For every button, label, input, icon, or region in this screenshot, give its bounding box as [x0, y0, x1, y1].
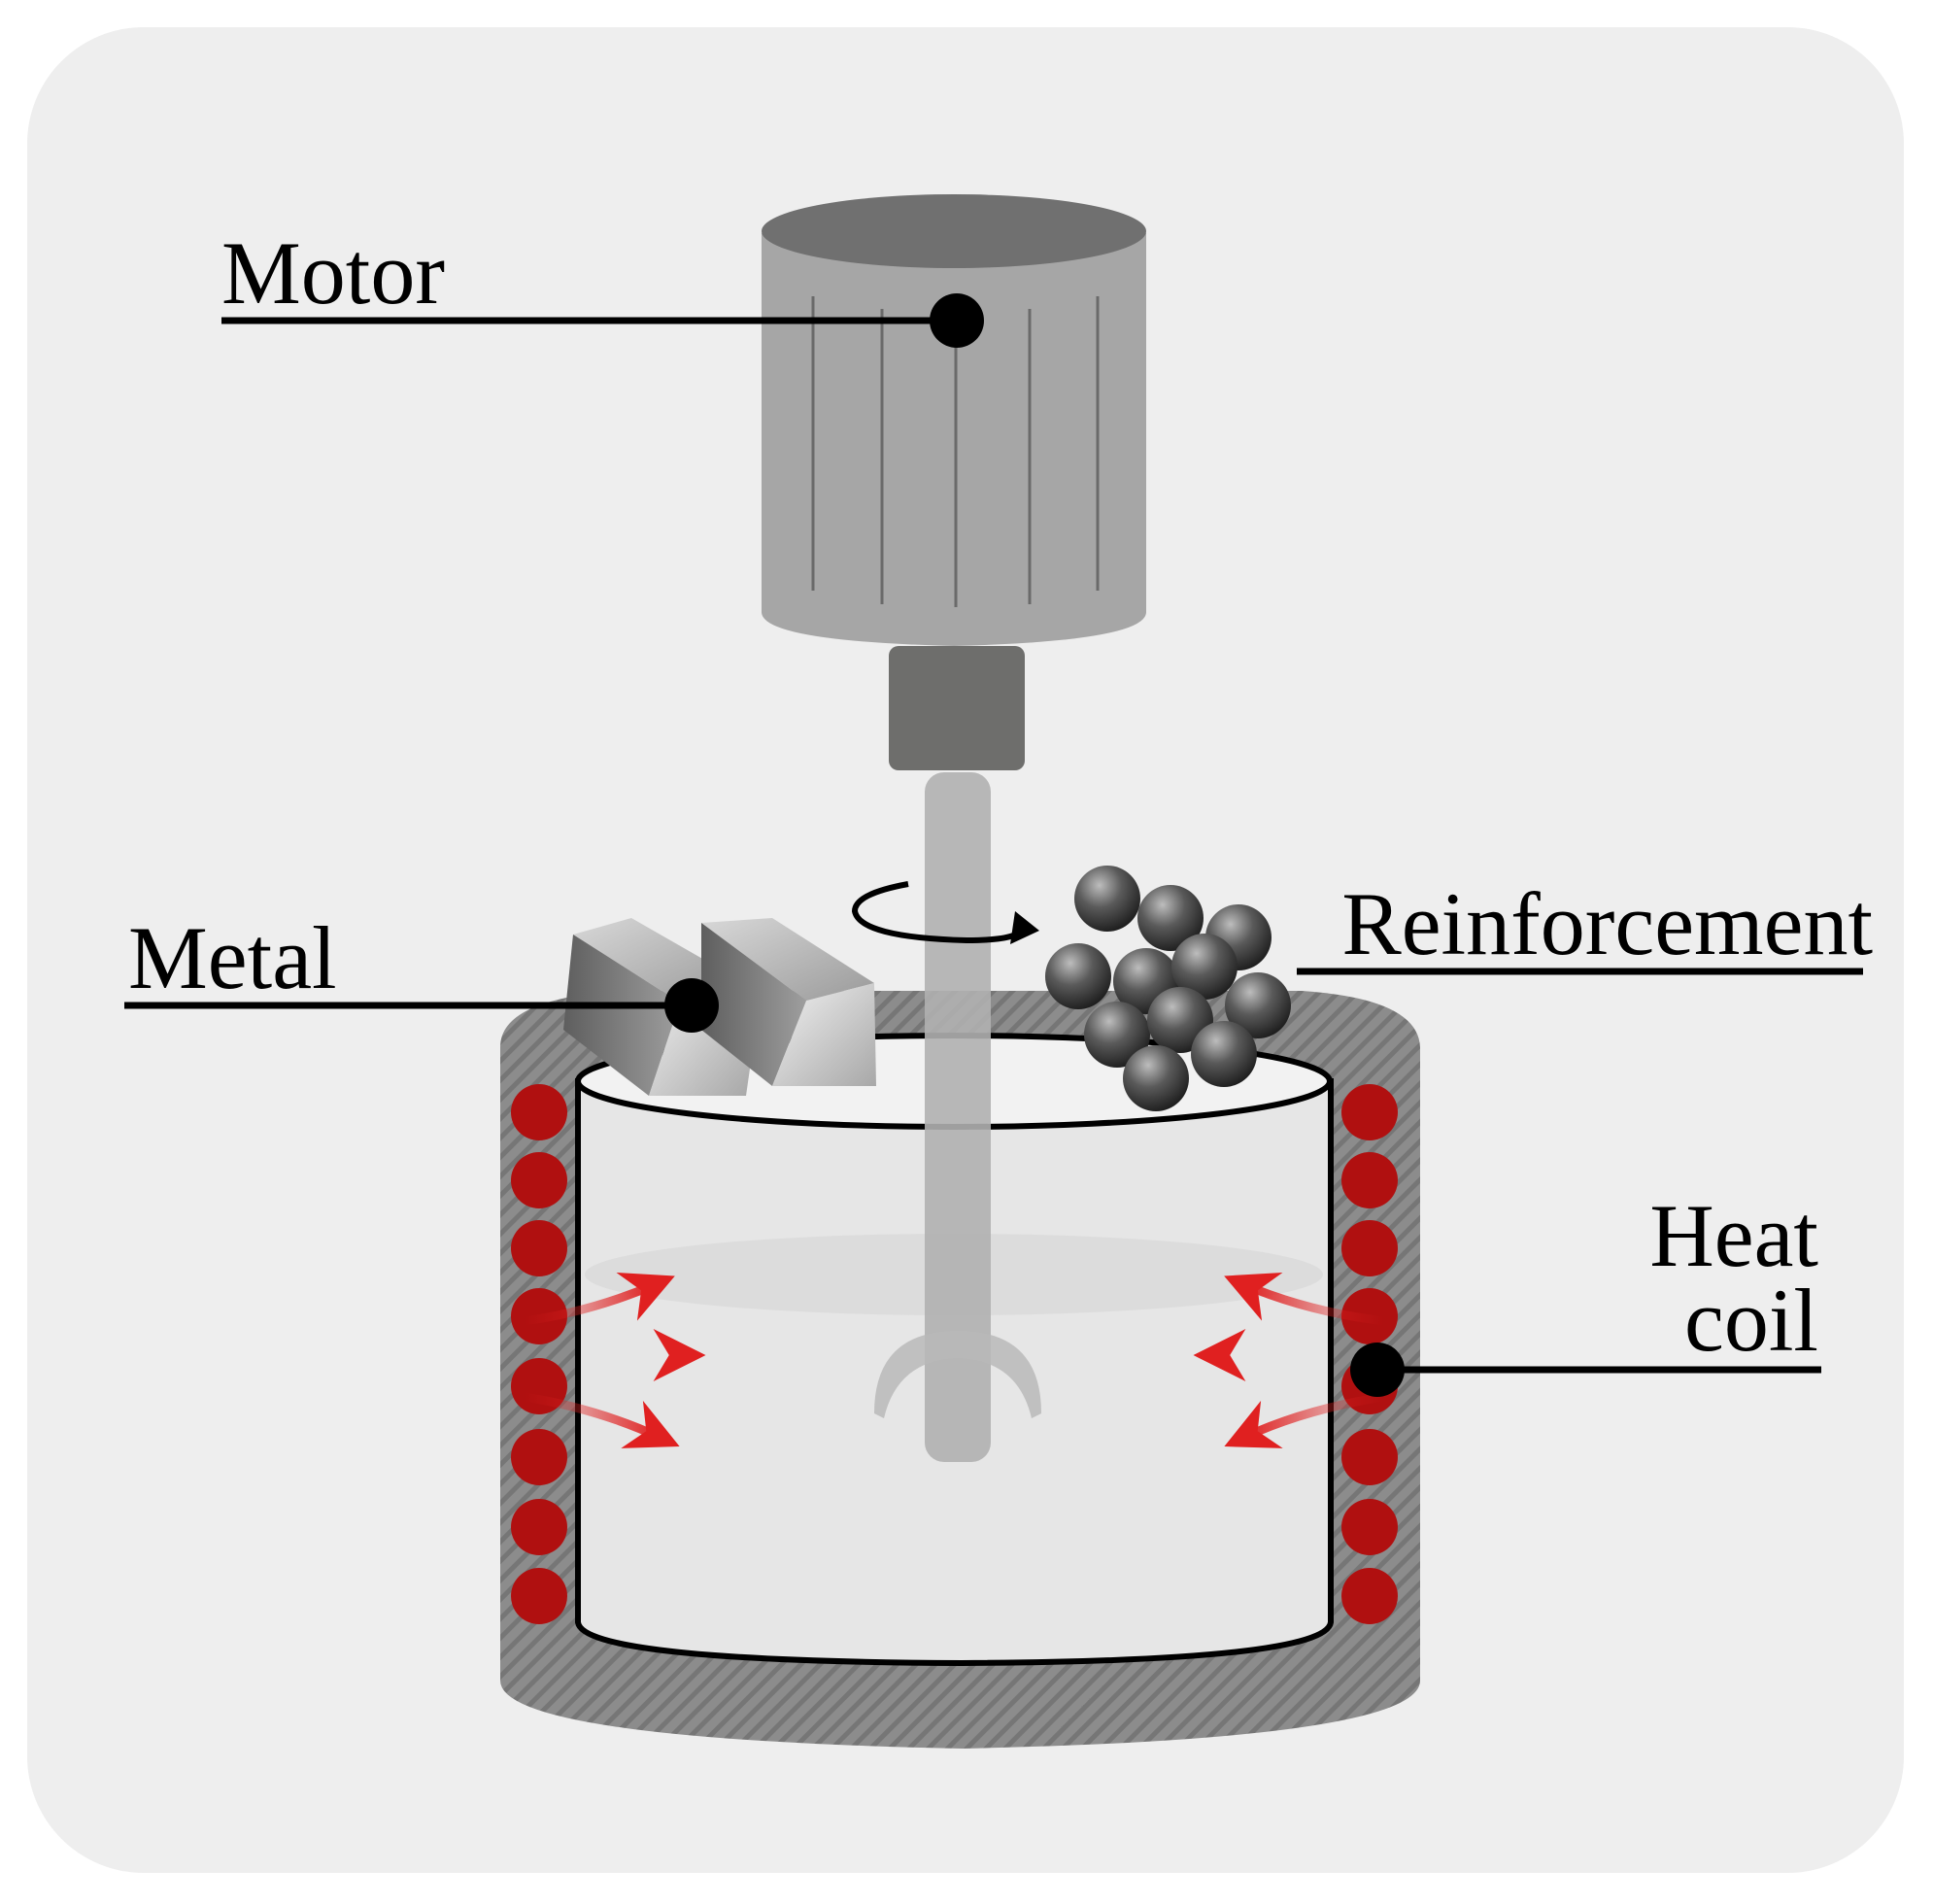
particle: [1074, 866, 1140, 932]
heat-coil-leader-dot: [1350, 1343, 1405, 1397]
heat-coil-right: [1341, 1084, 1398, 1624]
ingot-2-top: [701, 918, 874, 1001]
metal-ingots: [563, 918, 876, 1096]
particle: [1225, 972, 1291, 1038]
heat-arrow-icon: [520, 1392, 680, 1448]
heat-coil-left: [511, 1084, 567, 1624]
metal-leader-dot: [664, 978, 719, 1033]
particle: [1123, 1045, 1189, 1111]
stirrer: [874, 772, 1041, 1462]
coil-turn: [511, 1152, 567, 1208]
metal-label: Metal: [128, 908, 337, 1007]
coil-turn: [1341, 1152, 1398, 1208]
coil-turn: [511, 1499, 567, 1555]
leader-lines: [124, 293, 1863, 1397]
heat-arrows-left: [520, 1273, 706, 1448]
reinforcement-label: Reinforcement: [1341, 874, 1873, 973]
particle: [1137, 885, 1204, 951]
ingot-1-side: [563, 935, 680, 1096]
heat-arrow-icon: [1224, 1392, 1389, 1448]
rotation-arrowhead: [1010, 911, 1039, 944]
ingot-2-front: [772, 983, 876, 1086]
particle: [1171, 934, 1238, 1000]
heat-arrow-icon: [520, 1273, 675, 1326]
rotation-arrow-icon: [851, 881, 1026, 944]
particle: [1191, 1021, 1257, 1087]
reinforcement-particles: [1045, 866, 1291, 1111]
particle: [1045, 943, 1111, 1009]
motor-leader-dot: [930, 293, 984, 348]
particle: [1084, 1002, 1150, 1068]
coil-turn: [1341, 1220, 1398, 1276]
heat-coil-label-line1: Heat: [1649, 1186, 1818, 1285]
motor-cap: [762, 194, 1146, 268]
motor-coupling: [889, 646, 1025, 770]
motor-label: Motor: [221, 223, 445, 323]
motor-ribs: [811, 296, 1100, 607]
coil-turn: [511, 1429, 567, 1485]
motor-body: [762, 233, 1146, 646]
coil-turn: [511, 1568, 567, 1624]
heat-coil-label-line2: coil: [1684, 1271, 1818, 1370]
coil-turn: [1341, 1429, 1398, 1485]
coil-turn: [1341, 1499, 1398, 1555]
stirrer-impeller: [874, 1331, 1041, 1418]
motor: [762, 194, 1146, 770]
coil-turn: [511, 1084, 567, 1140]
stirrer-shaft: [925, 772, 991, 1462]
coil-turn: [1341, 1084, 1398, 1140]
coil-turn: [1341, 1568, 1398, 1624]
coil-turn: [511, 1220, 567, 1276]
ingot-2-side: [701, 923, 806, 1086]
heat-arrow-icon: [1224, 1273, 1389, 1326]
